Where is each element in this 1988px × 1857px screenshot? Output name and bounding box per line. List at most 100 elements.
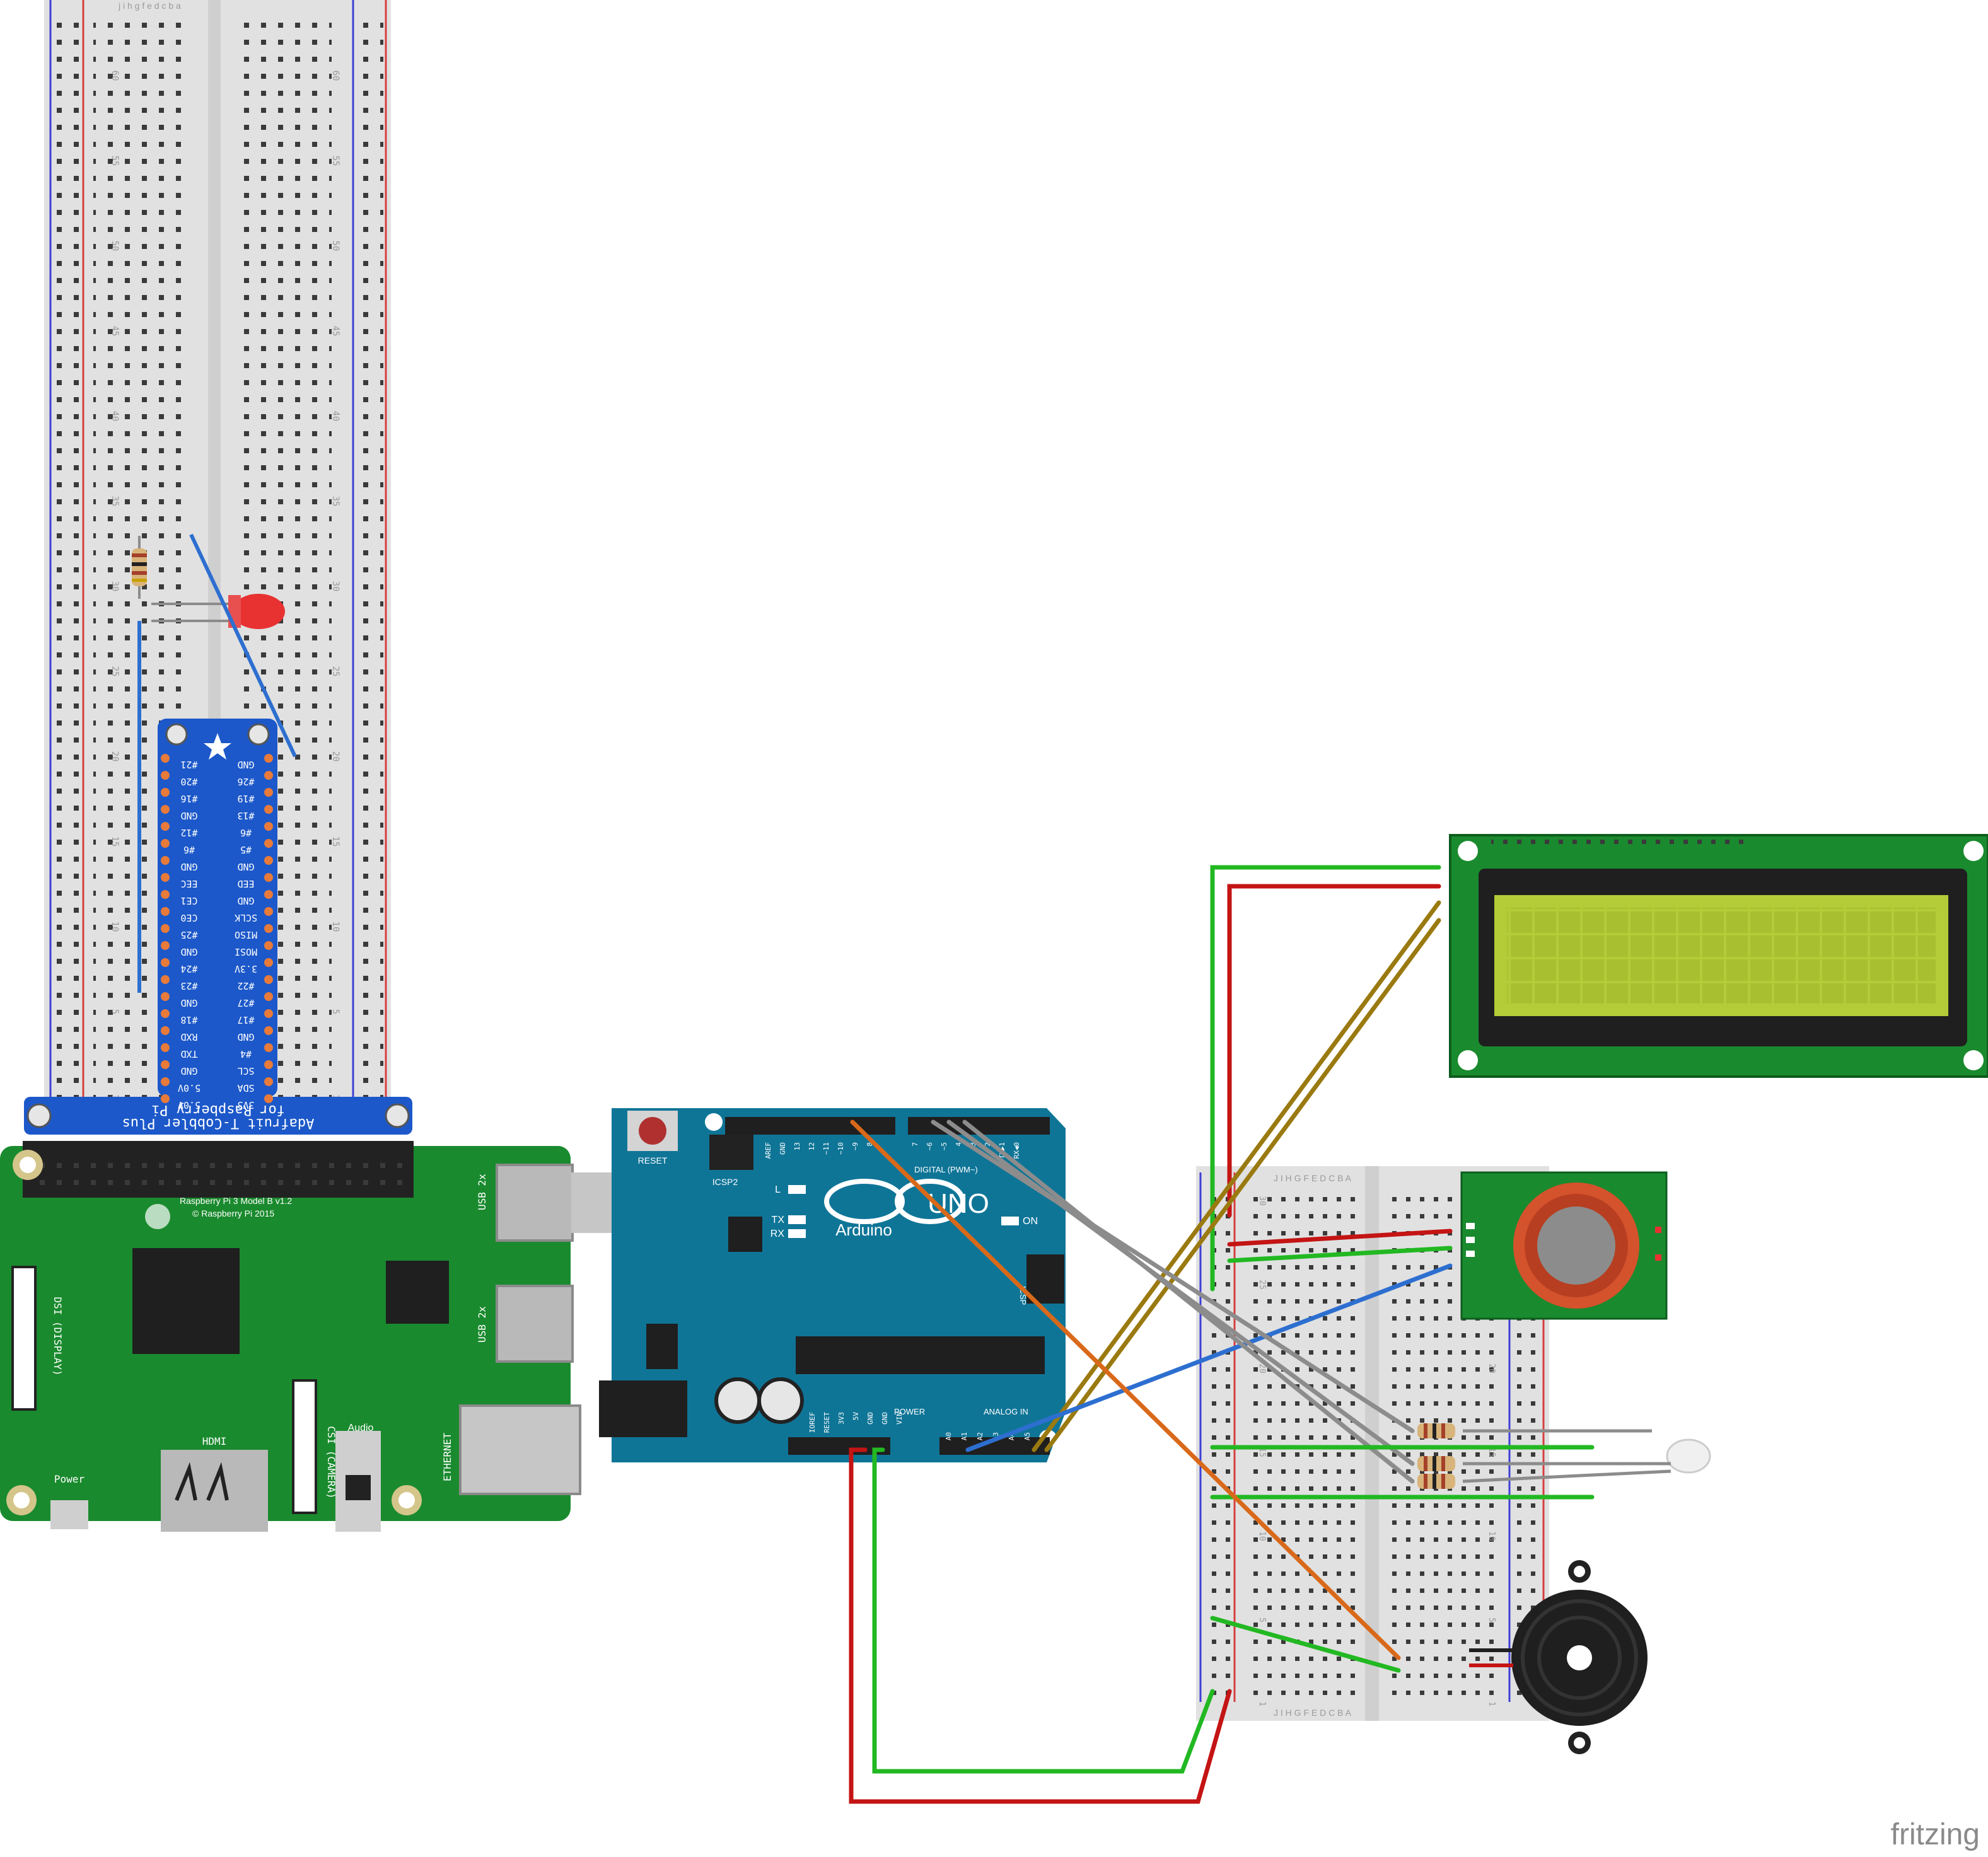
arduino-pin-label: IOREF bbox=[808, 1412, 817, 1433]
row-number: 15 bbox=[110, 836, 120, 847]
green-wire bbox=[872, 1447, 1215, 1774]
cobbler-pin bbox=[161, 907, 170, 916]
cobbler-pin-label: GND bbox=[180, 946, 197, 957]
arduino-pin-label: 2 bbox=[984, 1142, 992, 1147]
cobbler-pin-label: #27 bbox=[237, 997, 254, 1009]
resistor bbox=[1417, 1423, 1455, 1438]
arduino-pin-label: 13 bbox=[793, 1142, 801, 1150]
arduino-pin-label: A2 bbox=[976, 1432, 984, 1440]
cobbler-pin bbox=[161, 1043, 170, 1052]
row-number: 15 bbox=[1487, 1447, 1496, 1457]
row-number: 20 bbox=[110, 751, 120, 762]
cobbler-pin-label: 3.3V bbox=[235, 963, 257, 975]
ethernet-label: ETHERNET bbox=[441, 1433, 453, 1481]
cobbler-pin-label: #5 bbox=[240, 844, 252, 855]
t-cobbler: Adafruit T-Cobbler Plus for Raspberry Pi bbox=[24, 719, 412, 1135]
arduino-pin-label: ~6 bbox=[926, 1142, 934, 1150]
row-number: 45 bbox=[110, 326, 120, 337]
cobbler-pin-label: #24 bbox=[180, 963, 197, 975]
cobbler-pin bbox=[161, 924, 170, 933]
cobbler-pin bbox=[264, 992, 273, 1001]
dsi-label: DSI (DISPLAY) bbox=[52, 1297, 64, 1375]
cobbler-pin bbox=[264, 839, 273, 848]
row-number: 50 bbox=[110, 241, 120, 252]
cobbler-pin bbox=[161, 941, 170, 950]
blue-wire bbox=[965, 1263, 1453, 1452]
power-label: Power bbox=[54, 1473, 85, 1485]
arduino-pin-label: ~9 bbox=[851, 1142, 859, 1150]
row-number: 30 bbox=[330, 581, 340, 592]
cobbler-pin-label: SCL bbox=[237, 1065, 254, 1077]
arduino-pin-label: VIN bbox=[895, 1412, 904, 1425]
arduino-pin-label: RX◀0 bbox=[1013, 1142, 1021, 1159]
cobbler-pin-label: SDA bbox=[237, 1082, 254, 1094]
arduino-pin-label: 3V3 bbox=[837, 1412, 846, 1425]
olive-wire bbox=[1044, 918, 1441, 1452]
usb-label-2: USB 2x bbox=[476, 1306, 488, 1343]
cobbler-pin-label: #17 bbox=[237, 1014, 254, 1026]
red-wire bbox=[849, 1447, 1232, 1804]
cobbler-pin-label: CE0 bbox=[180, 912, 197, 923]
cobbler-pin-label: #25 bbox=[180, 929, 197, 940]
cobbler-pin-label: SCLK bbox=[235, 912, 257, 923]
cobbler-pin-labels: #21#20#16GND#12#6GNDEECCE1CE0#25GND#24#2… bbox=[161, 754, 273, 1111]
cobbler-pin-label: #23 bbox=[180, 980, 197, 992]
row-number: 1 bbox=[1487, 1701, 1496, 1706]
row-number: 5 bbox=[1487, 1617, 1496, 1623]
fritzing-watermark: fritzing bbox=[1891, 1818, 1980, 1851]
cobbler-pin bbox=[161, 822, 170, 831]
cobbler-pin bbox=[161, 992, 170, 1001]
arduino-pin-label: 7 bbox=[911, 1142, 919, 1147]
cobbler-title: Adafruit T-Cobbler Plus bbox=[122, 1115, 315, 1131]
cobbler-pin bbox=[264, 941, 273, 950]
row-number: 15 bbox=[1257, 1447, 1267, 1457]
cobbler-pin bbox=[161, 1094, 170, 1103]
cobbler-pin-label: MISO bbox=[235, 929, 257, 940]
analog-in-label: ANALOG IN bbox=[984, 1407, 1028, 1416]
power-header-label: POWER bbox=[894, 1407, 925, 1416]
cobbler-pin-label: #12 bbox=[180, 827, 197, 838]
arduino-pin-label: ~10 bbox=[837, 1142, 845, 1155]
cobbler-pin bbox=[264, 907, 273, 916]
rpi-model: Raspberry Pi 3 Model B v1.2 bbox=[180, 1196, 292, 1206]
cobbler-pin-label: #13 bbox=[237, 810, 254, 821]
cobbler-pin-label: GND bbox=[180, 810, 197, 821]
gas-sensor bbox=[1460, 1171, 1668, 1320]
led-l-label: L bbox=[775, 1184, 781, 1195]
olive-wire bbox=[1032, 900, 1441, 1452]
cobbler-pin bbox=[264, 975, 273, 984]
row-number: 10 bbox=[330, 922, 340, 932]
arduino-pin-label: GND bbox=[779, 1142, 787, 1155]
green-wire bbox=[1210, 1616, 1401, 1673]
cobbler-pin-label: GND bbox=[237, 759, 254, 770]
arduino-pin-label: A5 bbox=[1023, 1432, 1032, 1440]
cobbler-pin bbox=[264, 805, 273, 814]
row-number: 1 bbox=[1257, 1701, 1267, 1706]
cobbler-pin bbox=[264, 822, 273, 831]
row-number: 25 bbox=[330, 666, 340, 677]
arduino-pin-label: GND bbox=[881, 1412, 889, 1425]
cobbler-pin-label: #4 bbox=[240, 1048, 252, 1060]
resistor bbox=[132, 536, 147, 599]
cobbler-pin bbox=[161, 958, 170, 967]
cobbler-pin bbox=[161, 856, 170, 865]
row-number: 5 bbox=[110, 1009, 120, 1014]
cobbler-pin-label: 5.0V bbox=[178, 1082, 201, 1094]
row-number: 40 bbox=[330, 411, 340, 422]
cobbler-pin-label: #20 bbox=[180, 776, 197, 787]
row-number: 35 bbox=[110, 496, 120, 507]
cobbler-pin-label: GND bbox=[180, 1065, 197, 1077]
cobbler-pin bbox=[161, 805, 170, 814]
row-number: 40 bbox=[110, 411, 120, 422]
cobbler-pin bbox=[264, 1077, 273, 1086]
cobbler-pin bbox=[161, 873, 170, 882]
rpi-copyright: © Raspberry Pi 2015 bbox=[192, 1208, 274, 1218]
cobbler-pin bbox=[161, 771, 170, 780]
row-number: 10 bbox=[1487, 1531, 1496, 1541]
cobbler-pin-label: CE1 bbox=[180, 895, 197, 906]
row-number: 30 bbox=[110, 581, 120, 592]
cobbler-pin bbox=[161, 1026, 170, 1035]
cobbler-pin-label: #26 bbox=[237, 776, 254, 787]
row-number: 60 bbox=[110, 71, 120, 81]
